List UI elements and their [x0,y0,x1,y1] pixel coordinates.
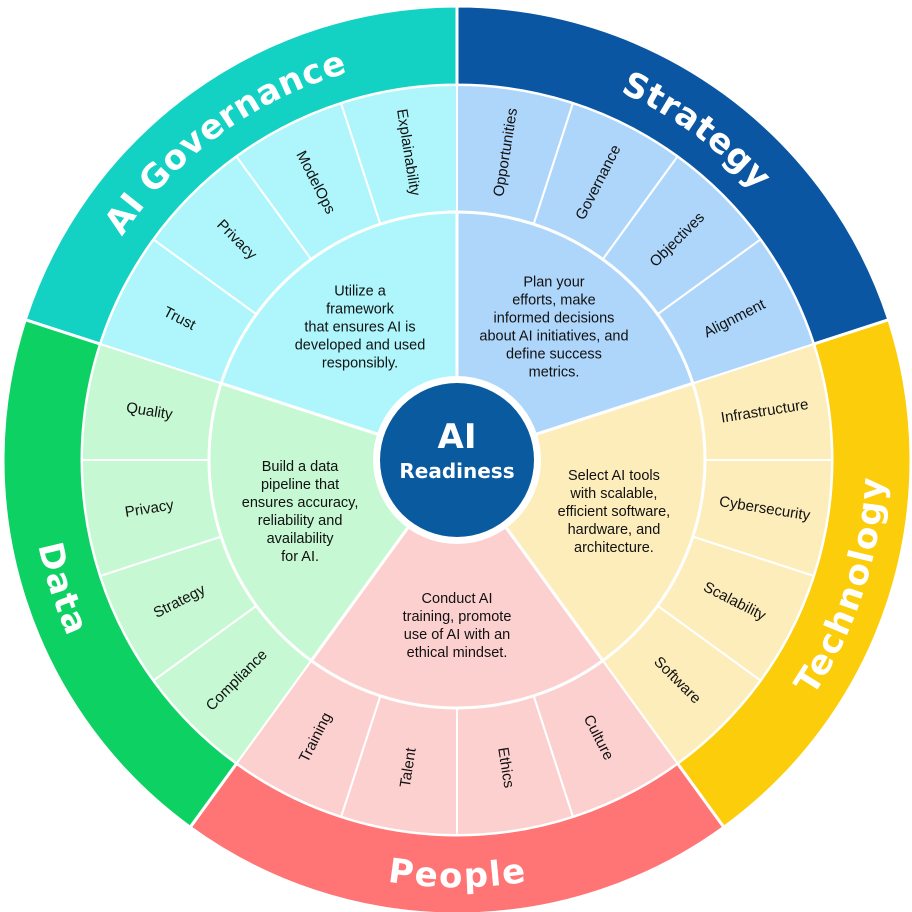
hub-circle [380,383,534,537]
description-line: Build a data [262,459,340,475]
sector-description: Utilize a framework that ensures AI is deve… [295,284,426,372]
sector-title-people: People [386,851,528,896]
description-line: architecture. [574,540,654,556]
sub-item-label: Ethics [494,746,517,789]
description-line: define success [506,347,602,363]
sector-description: Conduct AI training, promote use of AI wit… [403,591,512,661]
description-line: Utilize a [334,284,387,300]
sector-title-text: People [386,851,528,896]
description-line: hardware, and [568,522,661,538]
description-line: Select AI tools [568,468,660,484]
description-line: Plan your [523,275,584,291]
description-line: responsibly. [322,356,398,372]
description-line: reliability and [258,513,343,529]
sector-technology: InfrastructureCybersecurityScalabilitySo… [454,317,912,830]
description-line: framework [326,302,394,318]
description-line: efforts, make [512,293,596,309]
description-line: efficient software, [558,504,671,520]
description-line: use of AI with an [404,627,510,643]
description-line: that ensures AI is [304,320,415,336]
description-line: ethical mindset. [407,645,508,661]
hub-title: AI [438,417,477,457]
sub-item-label: Talent [397,746,420,789]
description-line: metrics. [529,365,580,381]
description-line: availability [267,531,335,547]
description-line: with scalable, [569,486,657,502]
hub-subtitle: Readiness [399,459,514,483]
description-line: developed and used [295,338,426,354]
description-line: training, promote [403,609,512,625]
sector-description: Plan your efforts, make informed decisions… [479,275,628,381]
description-line: ensures accuracy, [242,495,359,511]
description-line: informed decisions [494,311,615,327]
sector-description: Select AI tools with scalable, efficient s… [558,468,671,556]
description-line: about AI initiatives, and [479,329,628,345]
description-line: Conduct AI [422,591,493,607]
description-line: for AI. [281,549,319,565]
sector-description: Build a data pipeline that ensures accurac… [242,459,359,565]
description-line: pipeline that [261,477,339,493]
